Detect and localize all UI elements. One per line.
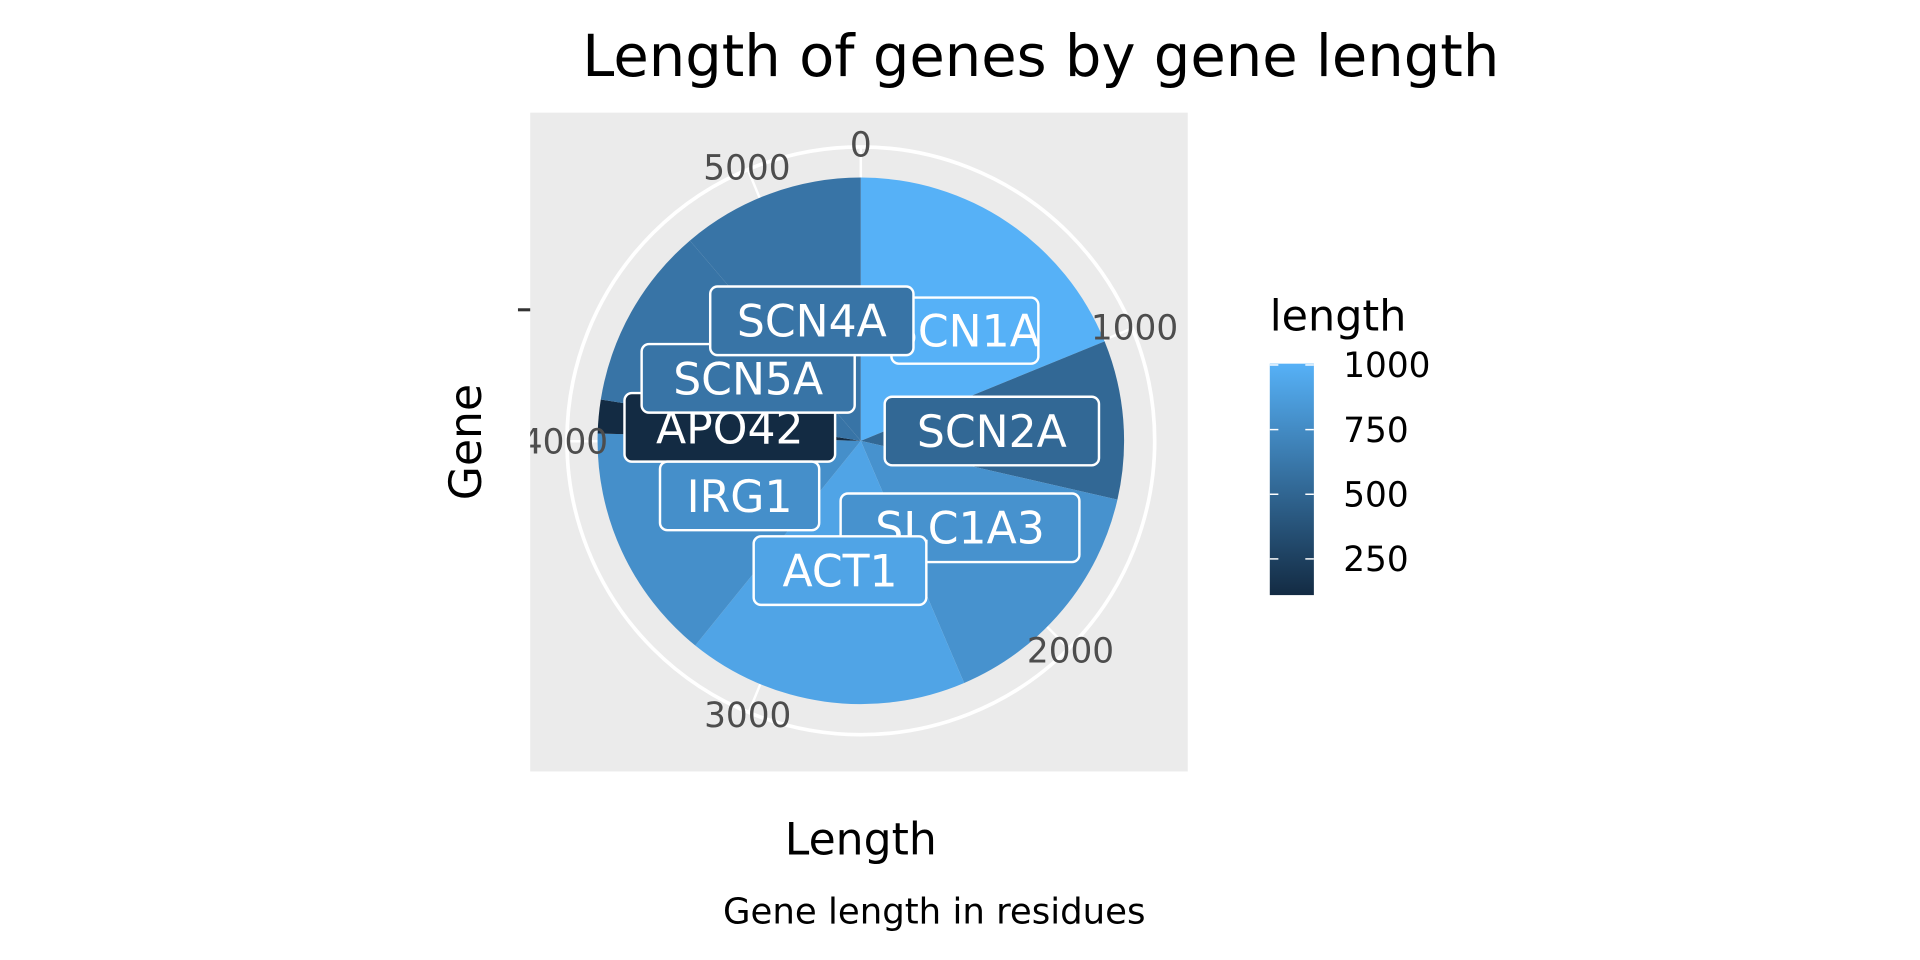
legend-colorbar xyxy=(1269,363,1314,596)
slice-label-text: IRG1 xyxy=(687,472,793,523)
slice-label-scn2a: SCN2A xyxy=(883,395,1101,467)
y-axis-title: Gene xyxy=(441,384,492,500)
slice-label-text: SCN4A xyxy=(737,297,887,348)
slice-label-text: SCN5A xyxy=(673,354,823,405)
x-axis-title: Length xyxy=(785,815,937,866)
angular-tick-label: 1000 xyxy=(1091,309,1178,349)
legend-title: length xyxy=(1270,292,1407,342)
angular-tick-label: 5000 xyxy=(703,149,790,189)
angular-tick-label: 0 xyxy=(850,126,872,166)
slice-label-irg1: IRG1 xyxy=(658,460,821,532)
legend-tick-label: 1000 xyxy=(1343,346,1430,386)
angular-tick-label: 4000 xyxy=(521,422,608,462)
legend: length 250 500 750 1000 xyxy=(1269,292,1430,596)
angular-tick-label: 3000 xyxy=(704,696,791,736)
slice-label-text: SCN2A xyxy=(917,407,1067,458)
slice-label-scn1a: SCN1A xyxy=(890,296,1040,365)
chart-title: Length of genes by gene length xyxy=(582,23,1499,90)
legend-tick-label: 500 xyxy=(1343,476,1408,516)
angular-tick-label: 2000 xyxy=(1027,631,1114,671)
caption: Gene length in residues xyxy=(723,891,1145,932)
slice-label-text: SCN1A xyxy=(890,307,1040,358)
slice-label-text: ACT1 xyxy=(782,547,897,598)
legend-tick-label: 750 xyxy=(1343,411,1408,451)
angular-tick-labels: 0 1000 2000 3000 4000 5000 xyxy=(521,126,1178,736)
slice-label-scn4a: SCN4A xyxy=(708,285,915,357)
legend-tick-label: 250 xyxy=(1343,540,1408,580)
slice-label-act1: ACT1 xyxy=(752,535,928,607)
slice-label-scn5a: SCN5A xyxy=(640,342,856,414)
